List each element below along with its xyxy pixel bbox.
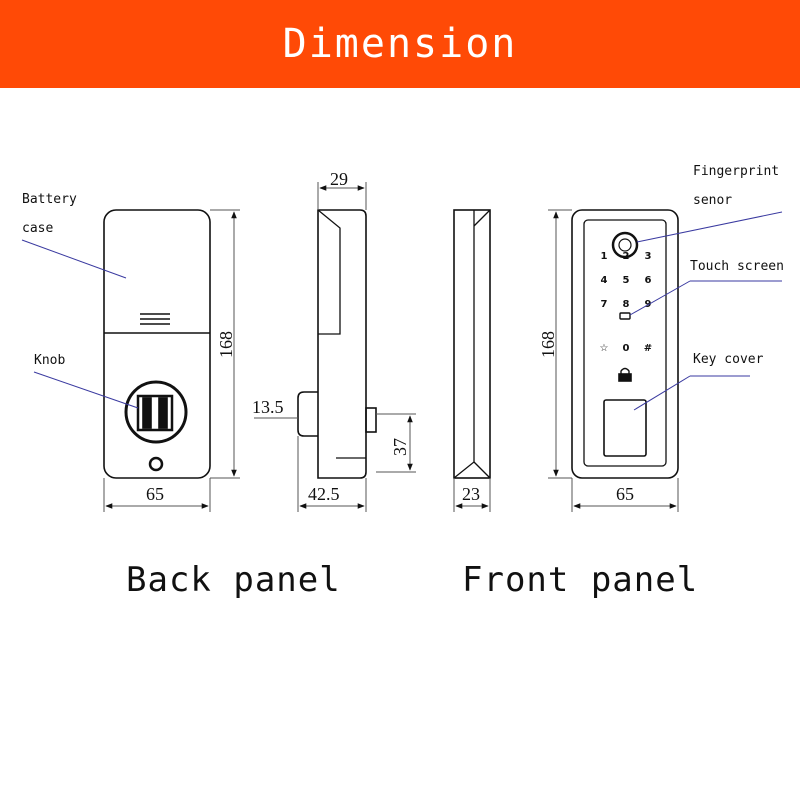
- keypad-key: 8: [623, 299, 630, 310]
- page-title: Dimension: [282, 21, 518, 67]
- side-view-body: [317, 209, 367, 479]
- title-banner: Dimension: [0, 0, 800, 88]
- front-side-depth-dim: 23: [462, 484, 480, 504]
- back-panel-body: [103, 209, 211, 479]
- back-dimension-lines: [103, 209, 240, 512]
- keypad-key: 1: [601, 251, 608, 262]
- back-height-dim: 168: [216, 331, 236, 358]
- front-panel-view: [571, 209, 679, 479]
- front-panel-body: [571, 209, 679, 479]
- keypad-key: 6: [645, 275, 652, 286]
- battery-case-leader: [21, 239, 127, 279]
- knob-leader: [33, 371, 139, 409]
- side-depth-top-dim: 29: [330, 169, 348, 189]
- touch-screen-indicator: [619, 312, 631, 320]
- front-width-dim: 65: [616, 484, 634, 504]
- fingerprint-label-2: senor: [693, 193, 732, 208]
- lock-icon: [620, 367, 630, 374]
- keypad-key: 5: [623, 275, 630, 286]
- lock-icon-body: [618, 373, 632, 382]
- side-knob: [297, 391, 318, 437]
- knob-depth-dim: 13.5: [252, 397, 284, 417]
- fingerprint-label: Fingerprint: [693, 164, 779, 179]
- front-side-view: [453, 209, 491, 479]
- keypad-key: #: [644, 343, 652, 354]
- side-depth-bottom-dim: 42.5: [308, 484, 340, 504]
- key-cover-label: Key cover: [693, 352, 764, 367]
- touch-screen-label: Touch screen: [690, 259, 784, 274]
- keypad-key: 7: [601, 299, 608, 310]
- key-cover-leader-b: [633, 375, 691, 411]
- back-width-dim: 65: [146, 484, 164, 504]
- fingerprint-sensor-icon: [611, 231, 639, 259]
- battery-case-vents: [140, 313, 170, 325]
- touch-screen-leader-b: [629, 280, 691, 316]
- front-panel-face: [583, 219, 667, 467]
- keypad-key: 3: [645, 251, 652, 262]
- fingerprint-leader: [636, 211, 783, 243]
- keypad-key: 4: [601, 275, 608, 286]
- keypad-key: 2: [623, 251, 630, 262]
- front-dimension-lines: [548, 209, 679, 512]
- keyhole-icon: [148, 456, 164, 472]
- knob-label: Knob: [34, 353, 65, 368]
- keypad-key: 0: [623, 343, 630, 354]
- latch-height-dim: 37: [390, 438, 410, 456]
- knob-icon: [124, 380, 188, 444]
- front-height-dim: 168: [538, 331, 558, 358]
- front-side-body: [453, 209, 491, 479]
- side-view: [297, 209, 377, 479]
- keypad: 123456789☆0#: [600, 251, 653, 354]
- front-side-dimension-lines: [453, 478, 491, 512]
- back-panel-caption: Back panel: [126, 560, 341, 600]
- battery-case-label-2: case: [22, 221, 53, 236]
- side-dimension-lines: [254, 182, 416, 512]
- front-panel-caption: Front panel: [462, 560, 699, 600]
- latch-stub: [365, 407, 377, 433]
- key-cover: [603, 399, 647, 457]
- battery-case-label: Battery: [22, 192, 77, 207]
- back-panel-view: [103, 209, 211, 479]
- keypad-key: ☆: [600, 343, 609, 354]
